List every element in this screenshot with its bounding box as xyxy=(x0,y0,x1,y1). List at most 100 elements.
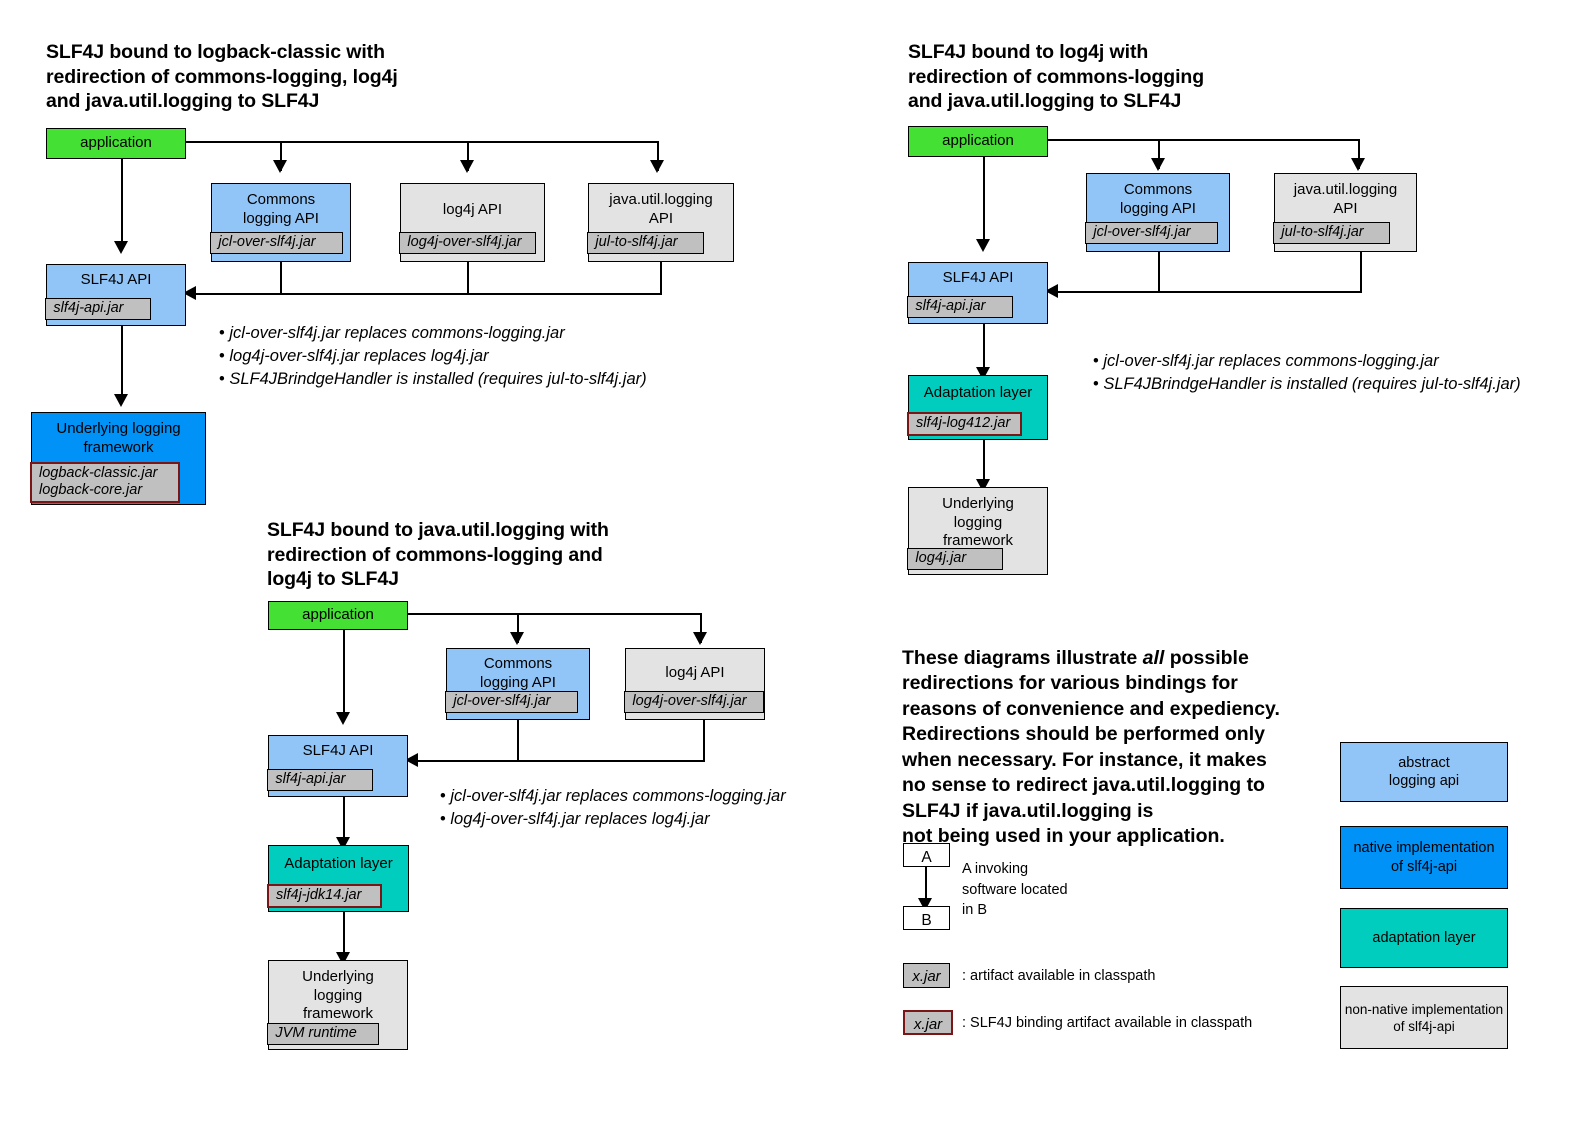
node-label: Commons logging API xyxy=(1120,181,1196,217)
diagram2-application-node[interactable]: application xyxy=(908,126,1048,157)
legend-swatch-label: adaptation layer xyxy=(1372,929,1476,946)
diagram3-application-node[interactable]: application xyxy=(268,601,408,630)
connector-vertical xyxy=(121,326,123,399)
diagram1-log4j-jar-artifact: log4j-over-slf4j.jar xyxy=(399,232,537,254)
note-item: jcl-over-slf4j.jar replaces commons-logg… xyxy=(1093,350,1587,373)
diagram1-commons-logging-api-node[interactable]: Commons logging API jcl-over-slf4j.jar xyxy=(210,183,351,262)
diagram3-commons-jar-artifact: jcl-over-slf4j.jar xyxy=(445,691,579,713)
arrowhead-down xyxy=(650,160,664,173)
connector-vertical xyxy=(280,262,282,294)
connector-vertical xyxy=(983,440,985,484)
legend-swatch-non-native-implementation: non-native implementation of slf4j-api xyxy=(1340,986,1508,1049)
arrowhead-down xyxy=(1351,158,1365,171)
diagram1-slf4j-api-node[interactable]: SLF4J API slf4j-api.jar xyxy=(45,264,186,326)
diagram1-title: SLF4J bound to logback-classic with redi… xyxy=(46,41,398,112)
connector-bus xyxy=(1047,139,1360,141)
diagram2-adaptation-jar-artifact: slf4j-log412.jar xyxy=(907,412,1022,436)
diagram2-adaptation-layer-node[interactable]: Adaptation layer slf4j-log412.jar xyxy=(907,375,1048,440)
node-label: application xyxy=(302,606,374,623)
note-item: log4j-over-slf4j.jar replaces log4j.jar xyxy=(219,345,647,368)
diagram2-jul-api-node[interactable]: java.util.logging API jul-to-slf4j.jar xyxy=(1273,173,1417,252)
diagram3-underlying-framework-node[interactable]: Underlying logging framework JVM runtime xyxy=(267,960,408,1050)
connector-vertical xyxy=(983,324,985,372)
legend-swatch-adaptation-layer: adaptation layer xyxy=(1340,908,1508,968)
node-label: log4j API xyxy=(665,664,725,681)
diagram1-slf4j-api-jar-artifact: slf4j-api.jar xyxy=(45,298,152,320)
connector-vertical xyxy=(343,912,345,957)
diagram3-log4j-api-node[interactable]: log4j API log4j-over-slf4j.jar xyxy=(624,648,765,720)
diagram1-log4j-api-node[interactable]: log4j API log4j-over-slf4j.jar xyxy=(399,183,545,262)
blurb-emphasis: all xyxy=(1142,646,1165,669)
connector-vertical xyxy=(925,867,927,903)
legend-swatch-label: non-native implementation of slf4j-api xyxy=(1344,1001,1504,1034)
diagram2-underlying-framework-node[interactable]: Underlying logging framework log4j.jar xyxy=(907,487,1048,575)
diagram1-jul-jar-artifact: jul-to-slf4j.jar xyxy=(587,232,705,254)
diagram2-notes: jcl-over-slf4j.jar replaces commons-logg… xyxy=(1093,350,1587,396)
node-label: application xyxy=(80,134,152,151)
note-item: jcl-over-slf4j.jar replaces commons-logg… xyxy=(219,322,647,345)
connector-vertical xyxy=(343,797,345,842)
node-label: Underlying logging framework xyxy=(302,968,374,1022)
note-item: log4j-over-slf4j.jar replaces log4j.jar xyxy=(440,808,786,831)
diagram3-underlying-jar-artifact: JVM runtime xyxy=(267,1023,380,1045)
connector-vertical xyxy=(657,141,659,171)
legend-node-a: A xyxy=(903,843,950,867)
legend-swatch-label: native implementation of slf4j-api xyxy=(1353,840,1495,875)
diagram2-slf4j-api-node[interactable]: SLF4J API slf4j-api.jar xyxy=(907,262,1048,324)
connector-vertical xyxy=(700,613,702,643)
diagram1-jul-api-node[interactable]: java.util.logging API jul-to-slf4j.jar xyxy=(587,183,734,262)
diagram1-underlying-framework-node[interactable]: Underlying logging framework logback-cla… xyxy=(30,412,206,505)
arrowhead-down xyxy=(693,632,707,645)
arrowhead-down xyxy=(460,160,474,173)
diagram1-application-node[interactable]: application xyxy=(46,128,186,159)
legend-swatch-label: abstract logging api xyxy=(1388,754,1460,790)
diagram2-underlying-jar-artifact: log4j.jar xyxy=(907,548,1004,570)
diagram2-commons-jar-artifact: jcl-over-slf4j.jar xyxy=(1085,222,1219,244)
connector-vertical xyxy=(660,262,662,294)
legend-chip-binding-artifact-caption: : SLF4J binding artifact available in cl… xyxy=(962,1015,1253,1031)
node-label: Commons logging API xyxy=(243,191,319,227)
blurb-part-2: possible redirections for various bindin… xyxy=(902,646,1280,848)
node-label: SLF4J API xyxy=(942,269,1014,286)
arrowhead-down xyxy=(114,241,128,254)
legend-node-b: B xyxy=(903,906,950,930)
legend-swatch-abstract-logging-api: abstract logging api xyxy=(1340,742,1508,802)
connector-bus xyxy=(185,141,659,143)
note-item: SLF4JBrindgeHandler is installed (requir… xyxy=(1093,373,1587,396)
diagram3-commons-logging-api-node[interactable]: Commons logging API jcl-over-slf4j.jar xyxy=(445,648,590,720)
node-label: application xyxy=(942,132,1014,149)
node-label: Adaptation layer xyxy=(284,855,393,872)
diagram1-logback-jars-artifact: logback-classic.jar logback-core.jar xyxy=(30,462,180,503)
diagram3-title: SLF4J bound to java.util.logging with re… xyxy=(267,519,609,590)
connector-vertical xyxy=(280,141,282,171)
arrowhead-down xyxy=(1151,158,1165,171)
diagram2-slf4j-api-jar-artifact: slf4j-api.jar xyxy=(907,296,1014,318)
explanatory-paragraph: These diagrams illustrate all possible r… xyxy=(902,620,1332,850)
node-label: SLF4J API xyxy=(302,742,374,759)
arrowhead-down xyxy=(273,160,287,173)
legend-chip-artifact-caption: : artifact available in classpath xyxy=(962,968,1156,984)
arrowhead-left xyxy=(405,753,418,767)
connector-bus xyxy=(407,613,702,615)
connector-bus xyxy=(1058,291,1362,293)
connector-vertical xyxy=(1158,252,1160,292)
connector-bus xyxy=(418,760,705,762)
diagram3-notes: jcl-over-slf4j.jar replaces commons-logg… xyxy=(440,785,786,831)
diagram2-commons-logging-api-node[interactable]: Commons logging API jcl-over-slf4j.jar xyxy=(1085,173,1230,252)
connector-vertical xyxy=(121,159,123,247)
diagram3-slf4j-api-node[interactable]: SLF4J API slf4j-api.jar xyxy=(267,735,408,797)
arrowhead-down xyxy=(976,239,990,252)
legend-chip-artifact: x.jar xyxy=(903,963,950,988)
connector-vertical xyxy=(703,720,705,761)
node-label: log4j API xyxy=(442,201,503,218)
connector-vertical xyxy=(343,630,345,718)
connector-vertical xyxy=(1358,139,1360,169)
diagram3-adaptation-layer-node[interactable]: Adaptation layer slf4j-jdk14.jar xyxy=(267,845,409,912)
connector-vertical xyxy=(983,157,985,245)
node-label: SLF4J API xyxy=(80,271,152,288)
arrowhead-left xyxy=(183,286,196,300)
diagram1-commons-jar-artifact: jcl-over-slf4j.jar xyxy=(210,232,344,254)
note-item: jcl-over-slf4j.jar replaces commons-logg… xyxy=(440,785,785,808)
note-item: SLF4JBrindgeHandler is installed (requir… xyxy=(219,368,646,391)
